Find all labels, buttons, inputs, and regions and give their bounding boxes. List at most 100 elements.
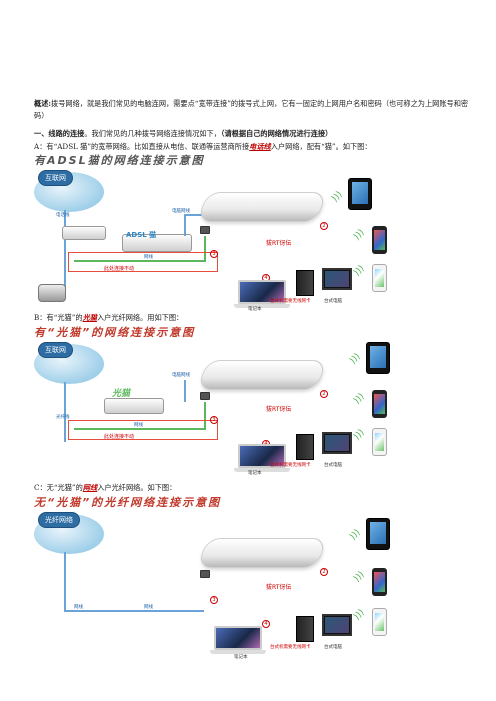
item-c-prefix: C：无“光猫”的 — [34, 483, 83, 492]
router-device — [197, 538, 327, 568]
desktop-label: 台式机需要无线网卡 — [270, 299, 311, 304]
wifi-icon: ))) — [352, 569, 367, 585]
overview-text: 拨号网络，就是我们常见的电脑连网，需要点“宽带连接”的拨号式上网，它有一固定的上… — [34, 99, 469, 120]
diagram-a: 有ADSL猫的网络连接示意图 互联网 电话线 ADSL 猫 网线 电脑网线 此处… — [34, 152, 454, 312]
laptop-icon — [210, 626, 266, 656]
laptop-icon — [234, 280, 290, 310]
android-phone-icon — [372, 568, 387, 596]
diagram-c: 无“光猫”的光纤网络连接示意图 光纤网络 网线 网线 拔RT伢伝 3 2 4 笔… — [34, 494, 454, 664]
desktop-tower-icon — [296, 616, 314, 642]
wifi-icon: ))) — [348, 351, 363, 367]
wire-green-v — [204, 402, 206, 430]
adsl-modem-label: ADSL 猫 — [126, 231, 157, 239]
optical-modem — [104, 398, 164, 414]
wire-lan-label: 网线 — [144, 255, 153, 260]
no-change-label: 此处连接不动 — [104, 266, 135, 272]
diagram-a-title: 有ADSL猫的网络连接示意图 — [34, 154, 205, 167]
diagram-b-title: 有“光猫”的网络连接示意图 — [34, 326, 196, 339]
item-b-suffix: 入户光纤网络。用如下图： — [96, 313, 184, 322]
wire-phone-label: 电话线 — [56, 213, 70, 218]
wire-blue-v — [184, 214, 186, 236]
cloud-label: 互联网 — [38, 170, 73, 186]
iphone-icon — [372, 264, 387, 292]
item-a-prefix: A：有“ADSL 猫”的宽带网络。比如直接从电信、联通等运营商所接 — [34, 142, 250, 151]
wire-lan-label: 网线 — [134, 423, 143, 428]
wire-green-v — [204, 236, 206, 262]
wifi-icon: ))) — [352, 227, 367, 243]
wifi-icon: ))) — [352, 427, 367, 443]
tablet-icon — [366, 342, 390, 374]
adsl-modem — [122, 234, 192, 252]
section1-text: 。我们常见的几种拨号网络连接情况如下， — [84, 129, 221, 138]
diagram-b: 有“光猫”的网络连接示意图 互联网 光纤线 光猫 网线 电脑网线 此处连接不动 … — [34, 324, 454, 476]
android-phone-icon — [372, 226, 387, 254]
marker-3: 3 — [210, 250, 218, 258]
wire-vertical — [64, 552, 66, 612]
marker-3: 3 — [210, 596, 218, 604]
marker-2: 2 — [320, 568, 328, 576]
laptop-label: 笔记本 — [248, 307, 262, 312]
router-port — [200, 392, 210, 400]
telephone-icon — [38, 284, 66, 302]
marker-2: 2 — [320, 390, 328, 398]
item-c-highlight: 网线 — [82, 483, 98, 492]
desktop-tower-icon — [296, 434, 314, 460]
desktop-tower-icon — [296, 270, 314, 296]
wifi-icon: ))) — [352, 263, 367, 279]
tablet-icon — [348, 178, 372, 210]
iphone-icon — [372, 428, 387, 456]
iphone-icon — [372, 608, 387, 636]
wire-lan-label-1: 网线 — [74, 605, 83, 610]
item-b-line: B：有“光猫”的光猫入户光纤网络。用如下图： — [34, 312, 470, 324]
wire-vertical — [64, 382, 66, 442]
desktop-label: 台式机需要无线网卡 — [270, 463, 311, 468]
wire-vertical — [64, 210, 66, 290]
wire-pc-label: 电脑网线 — [172, 209, 190, 214]
diagram-c-title: 无“光猫”的光纤网络连接示意图 — [34, 496, 222, 509]
section1-paragraph: 一、线路的连接。我们常见的几种拨号网络连接情况如下，（请根据自己的网络情况进行连… — [34, 128, 470, 140]
no-change-box — [68, 252, 218, 272]
wifi-icon: ))) — [330, 189, 345, 205]
wire-green-h — [74, 428, 204, 430]
marker-3: 3 — [210, 416, 218, 424]
wire-pc-label: 电脑网线 — [172, 373, 190, 378]
pc-label: 台式电脑 — [324, 645, 342, 650]
section1-note: （请根据自己的网络情况进行连接） — [220, 129, 333, 138]
tablet-icon — [366, 518, 390, 550]
cloud-label: 互联网 — [38, 342, 73, 358]
wifi-icon: ))) — [352, 607, 367, 623]
no-change-box — [68, 420, 218, 440]
wire-lan-label-2: 网线 — [144, 605, 153, 610]
android-phone-icon — [372, 390, 387, 418]
item-c-line: C：无“光猫”的网线入户光纤网络。如下图： — [34, 482, 470, 494]
pc-label: 台式电脑 — [324, 299, 342, 304]
marker-2: 2 — [320, 222, 328, 230]
wifi-icon: ))) — [352, 391, 367, 407]
no-change-label: 此处连接不动 — [104, 434, 135, 440]
item-b-highlight: 光猫 — [82, 313, 97, 322]
laptop-label: 笔记本 — [248, 471, 262, 476]
desktop-monitor-icon — [322, 614, 352, 636]
splitter-device — [62, 226, 106, 240]
pc-label: 台式电脑 — [324, 463, 342, 468]
desktop-monitor-icon — [322, 432, 352, 454]
desktop-label: 台式机需要无线网卡 — [270, 645, 311, 650]
router-device — [197, 360, 327, 390]
desktop-monitor-icon — [322, 268, 352, 290]
overview-label: 概述: — [34, 99, 52, 108]
wire-blue-v — [184, 380, 186, 402]
laptop-label: 笔记本 — [234, 655, 248, 660]
wire-horizontal — [64, 610, 204, 612]
router-port — [200, 570, 210, 578]
wifi-icon: ))) — [348, 527, 363, 543]
marker-4: 4 — [262, 620, 270, 628]
item-a-highlight: 电话线 — [249, 142, 271, 151]
section1-heading: 一、线路的连接 — [34, 129, 85, 138]
laptop-icon — [234, 444, 290, 474]
item-c-suffix: 入户光纤网络。如下图： — [97, 483, 177, 492]
wire-green-h — [74, 260, 204, 262]
cloud-label: 光纤网络 — [38, 512, 80, 528]
router-label: 拔RT伢伝 — [266, 584, 292, 591]
overview-paragraph: 概述:拨号网络，就是我们常见的电脑连网，需要点“宽带连接”的拨号式上网，它有一固… — [34, 98, 470, 122]
router-device — [197, 192, 327, 222]
